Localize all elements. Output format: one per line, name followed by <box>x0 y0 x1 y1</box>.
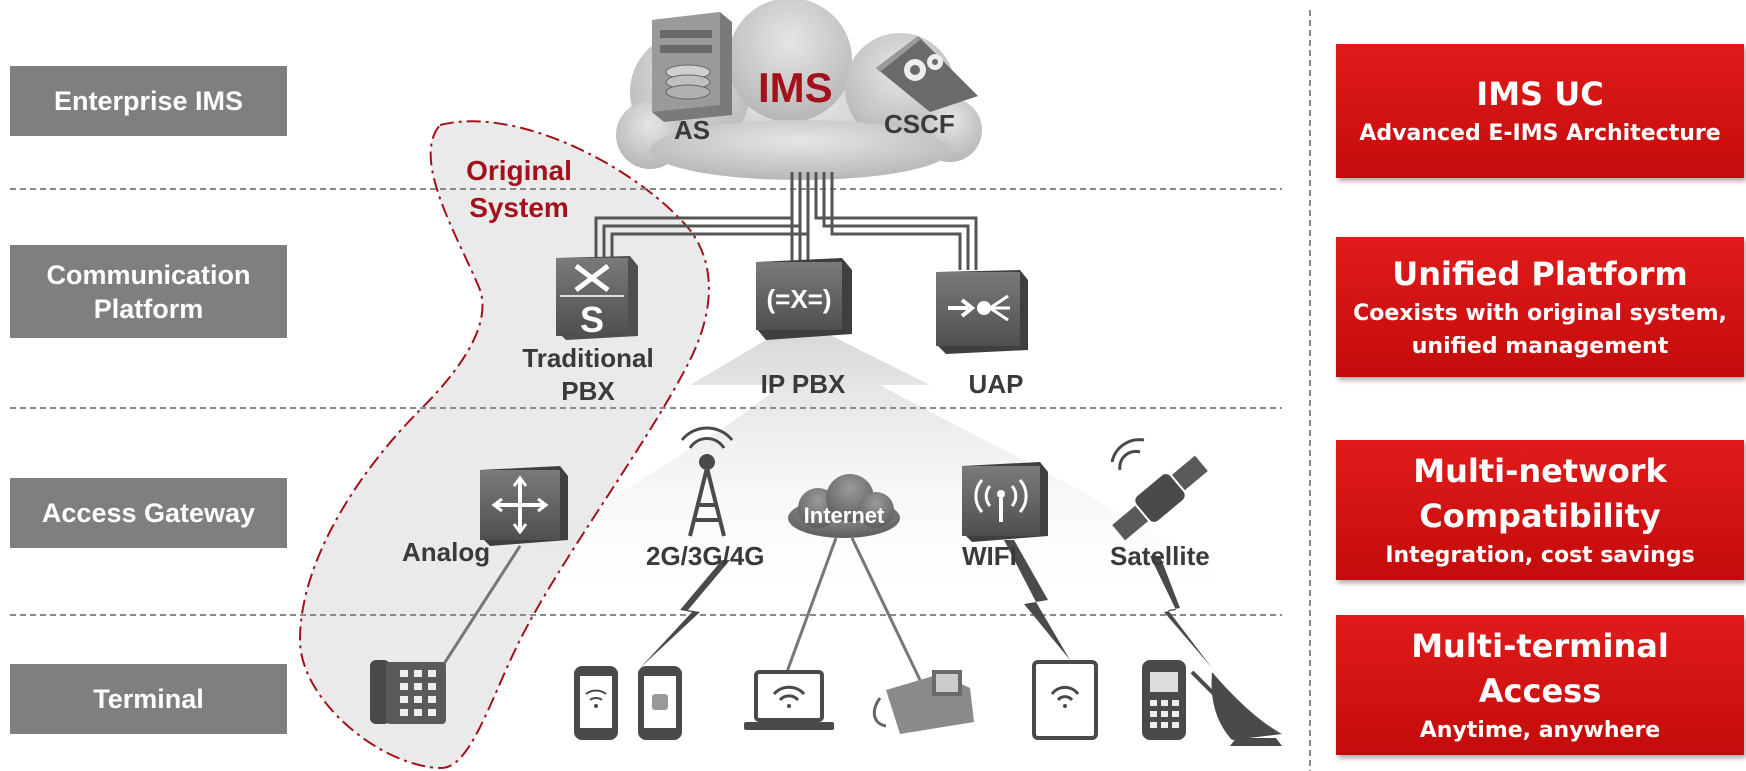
ims-cloud-title: IMS <box>758 64 833 111</box>
wifi-ap-icon <box>962 462 1048 542</box>
as-label: AS <box>674 115 711 145</box>
feature-phone-icon <box>1142 660 1186 740</box>
layer-label-communication-platform: Communication Platform <box>10 245 287 338</box>
uap-icon <box>936 270 1028 354</box>
upward-arrow-fan <box>480 320 1240 590</box>
wifi-label: WIFI <box>962 541 1017 571</box>
original-system-label: Original System <box>466 155 572 223</box>
card-title: Multi-terminal Access <box>1411 626 1669 710</box>
tablet-icon <box>1032 660 1098 740</box>
video-phone-icon <box>872 670 974 734</box>
cellular-label: 2G/3G/4G <box>646 541 765 571</box>
satellite-icon <box>1110 438 1208 541</box>
analog-label: Analog <box>402 537 491 567</box>
card-subtitle: Integration, cost savings <box>1385 542 1695 568</box>
card-unified-platform: Unified Platform Coexists with original … <box>1336 237 1744 377</box>
as-server-icon <box>652 12 732 122</box>
card-multi-terminal-access: Multi-terminal Access Anytime, anywhere <box>1336 615 1744 755</box>
card-title: Unified Platform <box>1392 254 1688 293</box>
satellite-dish-icon <box>1190 670 1282 746</box>
laptop-icon <box>744 670 834 730</box>
card-subtitle: Coexists with original system, unified m… <box>1353 300 1727 359</box>
analog-gateway-icon <box>480 466 568 546</box>
trunk-lines <box>594 172 978 270</box>
internet-label: Internet <box>803 503 885 528</box>
card-subtitle: Advanced E-IMS Architecture <box>1359 121 1721 146</box>
layer-label-access-gateway: Access Gateway <box>10 478 287 548</box>
layer-label-terminal: Terminal <box>10 664 287 734</box>
traditional-pbx-label: Traditional PBX <box>522 343 654 406</box>
layer-label-text: Access Gateway <box>41 498 256 528</box>
card-subtitle: Anytime, anywhere <box>1419 717 1661 743</box>
layer-label-enterprise-ims: Enterprise IMS <box>10 66 287 136</box>
satellite-label: Satellite <box>1110 541 1210 571</box>
traditional-pbx-icon: S <box>556 256 638 340</box>
svg-text:S: S <box>580 299 604 340</box>
svg-text:(=X=): (=X=) <box>766 284 831 314</box>
layer-label-text: Terminal <box>93 684 204 714</box>
ip-pbx-label: IP PBX <box>760 369 846 399</box>
desk-phone-icon <box>370 660 446 724</box>
card-ims-uc: IMS UC Advanced E-IMS Architecture <box>1336 44 1744 178</box>
cscf-label: CSCF <box>884 109 955 139</box>
card-title: IMS UC <box>1476 75 1604 113</box>
android-phone-icon <box>638 666 682 740</box>
cscf-gear-icon <box>876 36 978 112</box>
layer-label-text: Enterprise IMS <box>53 86 244 116</box>
uap-label: UAP <box>968 369 1024 399</box>
lightning-wifi <box>1004 540 1070 660</box>
layer-label-text: Communication Platform <box>46 259 251 324</box>
ip-pbx-icon: (=X=) <box>756 258 852 340</box>
cell-tower-icon <box>680 426 734 537</box>
card-multi-network-compatibility: Multi-network Compatibility Integration,… <box>1336 440 1744 580</box>
smartphone-icon <box>574 666 618 740</box>
card-title: Multi-network Compatibility <box>1413 451 1667 535</box>
lightning-satellite <box>1150 556 1212 668</box>
internet-cloud-icon <box>788 474 900 538</box>
